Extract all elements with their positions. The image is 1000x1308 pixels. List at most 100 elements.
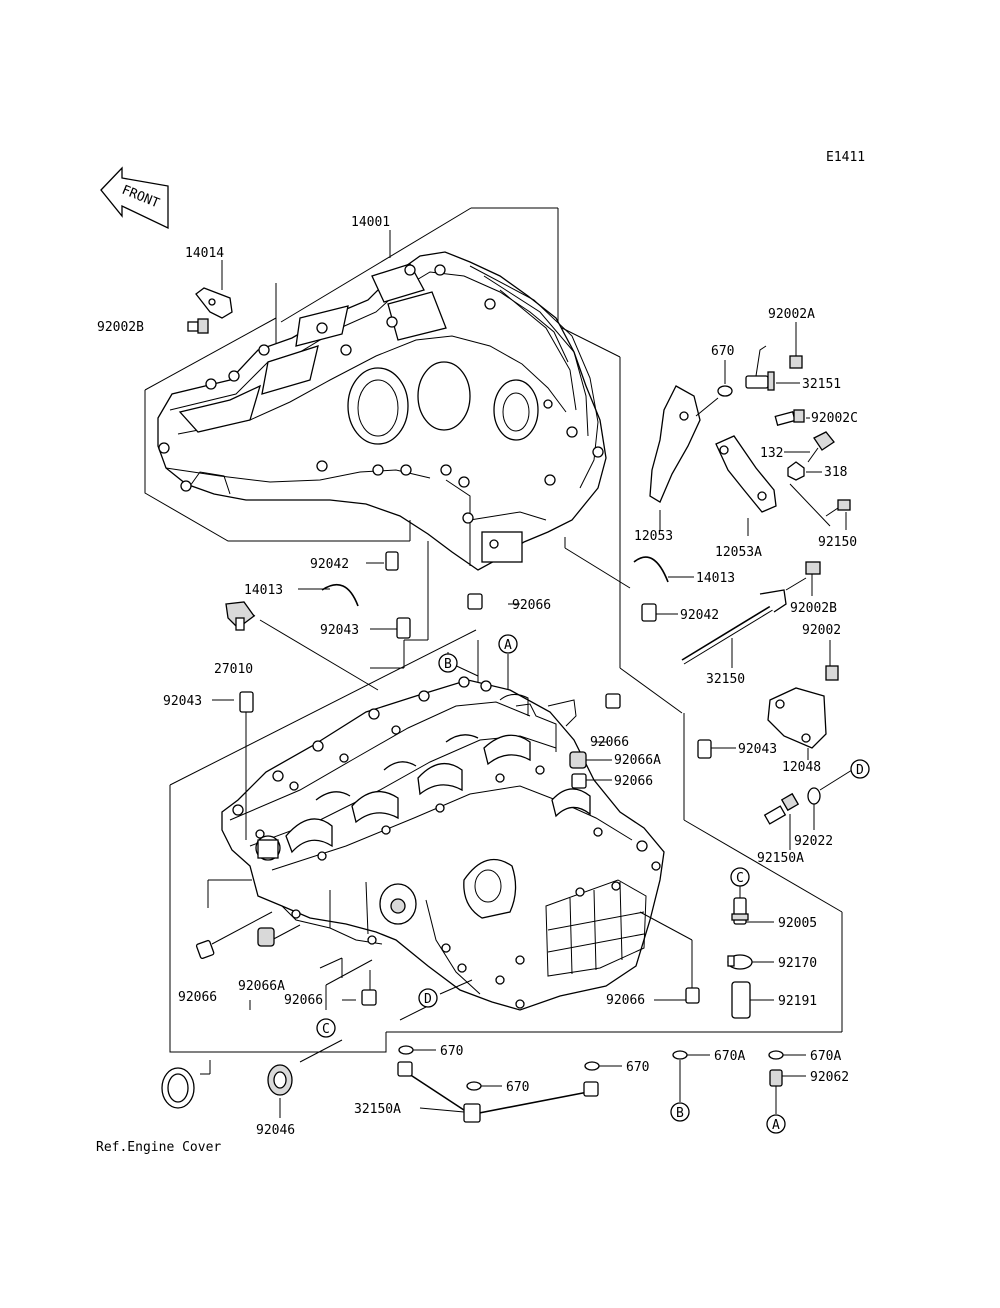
label-92066-r2: 92066: [614, 774, 653, 789]
callout-d-bottom: D: [418, 988, 438, 1008]
label-14001: 14001: [351, 215, 390, 230]
label-92066-r1: 92066: [590, 735, 629, 750]
callout-c-bottom: C: [316, 1018, 336, 1038]
oil-pipe-32150-icon: [681, 589, 787, 665]
label-92066-top: 92066: [512, 598, 551, 613]
plug-92066-icon: [467, 593, 483, 610]
nut-318-icon: [787, 461, 805, 481]
label-92066-bl: 92066: [178, 990, 217, 1005]
oring-670-a-icon: [398, 1045, 414, 1055]
label-132: 132: [760, 446, 783, 461]
bolt-92002b-icon: [187, 318, 209, 334]
oring-670a-b-icon: [768, 1050, 784, 1060]
label-670a-b: 670A: [810, 1049, 841, 1064]
label-92042-left: 92042: [310, 557, 349, 572]
label-318: 318: [824, 465, 847, 480]
bolt-92002c-icon: [774, 409, 805, 426]
svg-text:D: D: [424, 992, 432, 1007]
plug-92066-bl-icon: [195, 939, 215, 959]
svg-text:C: C: [322, 1022, 330, 1037]
label-14014: 14014: [185, 246, 224, 261]
svg-text:B: B: [444, 657, 452, 672]
label-14013-right: 14013: [696, 571, 735, 586]
plug-92066a-r-icon: [569, 751, 587, 769]
callout-b-top: B: [438, 653, 458, 673]
front-arrow-icon: FRONT: [100, 166, 169, 230]
label-92002: 92002: [802, 623, 841, 638]
label-92150a: 92150A: [757, 851, 804, 866]
bearing-14013-icon: [321, 583, 359, 607]
bearing-14013-right-icon: [633, 556, 669, 583]
clamp-92170-icon: [727, 954, 753, 970]
plug-92066-bc-icon: [361, 989, 377, 1006]
bolt-92002-icon: [825, 665, 839, 681]
upper-crankcase-drawing: [144, 207, 683, 714]
label-32150a: 32150A: [354, 1102, 401, 1117]
label-92066a-bl: 92066A: [238, 979, 285, 994]
oring-670-top-icon: [717, 385, 733, 397]
bolt-132-icon: [807, 431, 835, 463]
label-92002b-right: 92002B: [790, 601, 837, 616]
dowel-pin-92042-right-icon: [641, 603, 657, 622]
diagram-code: E1411: [826, 150, 865, 165]
plug-92066a-bl-icon: [257, 927, 275, 947]
callout-b-bottom: B: [670, 1102, 690, 1122]
nozzle-32151-icon: [745, 345, 775, 391]
svg-text:B: B: [676, 1106, 684, 1121]
label-12048: 12048: [782, 760, 821, 775]
svg-text:C: C: [736, 871, 744, 886]
lower-crankcase-drawing: [169, 629, 843, 1053]
fitting-92005-icon: [731, 897, 749, 925]
label-670a-a: 670A: [714, 1049, 745, 1064]
dowel-pin-92042-icon: [385, 551, 399, 571]
label-92150: 92150: [818, 535, 857, 550]
dowel-pin-92043-icon: [396, 617, 411, 639]
label-92043-mid: 92043: [320, 623, 359, 638]
label-12053a: 12053A: [715, 545, 762, 560]
label-92046: 92046: [256, 1123, 295, 1138]
plug-92066-br-icon: [685, 987, 700, 1004]
plug-92066-r2-icon: [571, 773, 587, 789]
jet-92150a-icon: [763, 792, 800, 825]
dowel-pin-92043-left-icon: [239, 691, 254, 713]
label-14013-left: 14013: [244, 583, 283, 598]
svg-text:A: A: [772, 1118, 780, 1133]
cover-12048-icon: [767, 687, 827, 749]
chain-guide-12053-icon: [649, 385, 701, 503]
guide-12053a-icon: [715, 435, 777, 513]
label-92062: 92062: [810, 1070, 849, 1085]
label-92022: 92022: [794, 834, 833, 849]
oil-pipe-32150a-icon: [397, 1061, 599, 1123]
label-92066a-r: 92066A: [614, 753, 661, 768]
label-12053: 12053: [634, 529, 673, 544]
label-92002c: 92002C: [811, 411, 858, 426]
label-92005: 92005: [778, 916, 817, 931]
label-32151: 32151: [802, 377, 841, 392]
label-92002b-left: 92002B: [97, 320, 144, 335]
label-670-a: 670: [440, 1044, 463, 1059]
bolt-92150-icon: [825, 499, 851, 517]
dowel-92062-icon: [769, 1069, 783, 1087]
dowel-pin-92043-right-icon: [697, 739, 712, 759]
svg-text:A: A: [504, 638, 512, 653]
label-92170: 92170: [778, 956, 817, 971]
label-670-b: 670: [506, 1080, 529, 1095]
label-670-top: 670: [711, 344, 734, 359]
label-670-c: 670: [626, 1060, 649, 1075]
hose-92191-icon: [731, 981, 751, 1019]
plug-92066-r1-icon: [605, 693, 621, 709]
reference-note: Ref.Engine Cover: [96, 1140, 221, 1155]
label-32150: 32150: [706, 672, 745, 687]
washer-92022-icon: [807, 787, 821, 805]
label-92066-bc: 92066: [284, 993, 323, 1008]
callout-a-bottom: A: [766, 1114, 786, 1134]
oring-670-c-icon: [584, 1061, 600, 1071]
label-92043-right: 92043: [738, 742, 777, 757]
callout-c-right: C: [730, 867, 750, 887]
switch-27010-icon: [225, 601, 255, 631]
oring-670a-a-icon: [672, 1050, 688, 1060]
callout-a-top: A: [498, 634, 518, 654]
engine-cover-ring-icon: [161, 1067, 195, 1109]
bracket-14014-icon: [195, 287, 233, 319]
